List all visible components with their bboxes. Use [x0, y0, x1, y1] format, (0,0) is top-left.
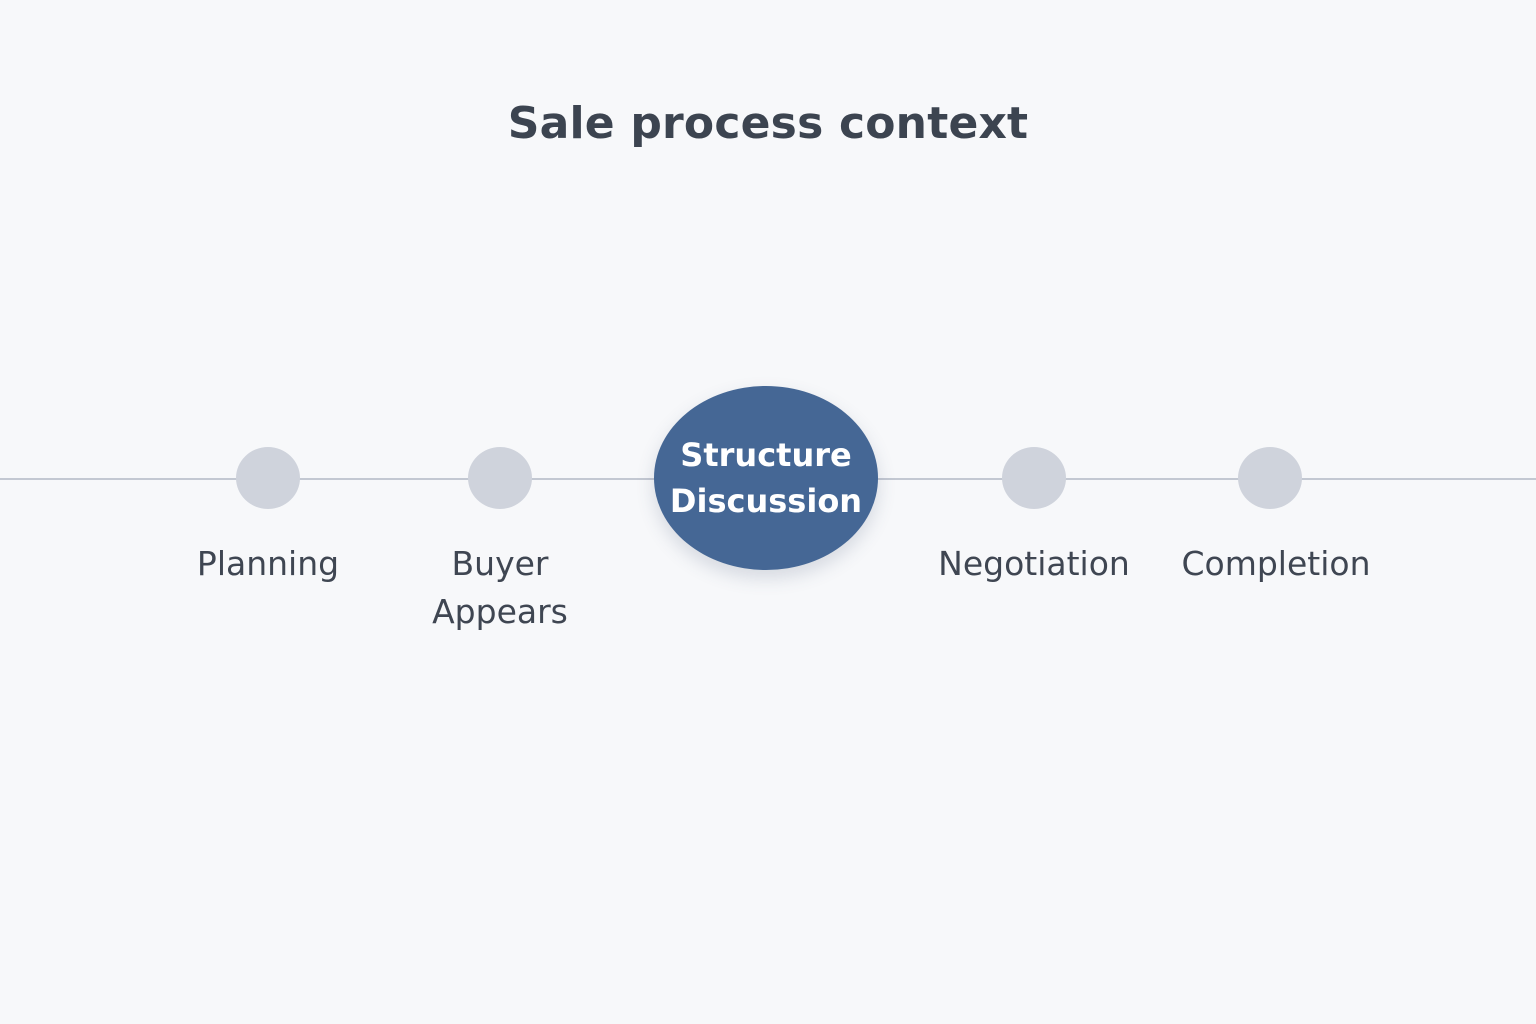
stage-label-structure-discussion: Structure Discussion	[669, 436, 863, 520]
stage-label-buyer-appears: Buyer Appears	[432, 544, 568, 631]
page-title: Sale process context	[507, 98, 1029, 149]
stage-node-completion	[1238, 447, 1302, 509]
stage-label-completion: Completion	[1181, 544, 1371, 583]
stage-label-negotiation: Negotiation	[938, 544, 1130, 583]
stage-node-negotiation	[1002, 447, 1066, 509]
stage-label-planning: Planning	[196, 544, 340, 583]
stage-node-structure-discussion-active: Structure Discussion	[654, 386, 878, 570]
stage-node-planning	[236, 447, 300, 509]
stage-node-buyer-appears	[468, 447, 532, 509]
